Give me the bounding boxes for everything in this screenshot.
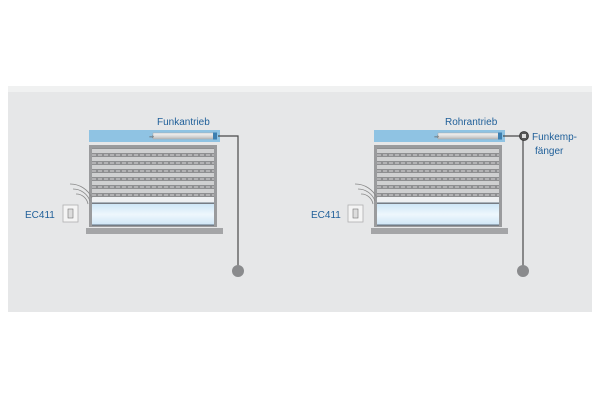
wall-top-edge — [8, 86, 592, 92]
switch-label-right: EC411 — [311, 210, 341, 221]
receiver-label-line2: fänger — [535, 146, 564, 157]
window-left — [85, 129, 224, 235]
switch-label-left: EC411 — [25, 210, 55, 221]
drive-label-right: Rohrantrieb — [445, 117, 498, 128]
window-right — [370, 129, 509, 235]
drive-label-left: Funkantrieb — [157, 117, 210, 128]
wall-switch-right[interactable] — [347, 204, 364, 223]
receiver-label-line1: Funkemp- — [532, 132, 577, 143]
wall-switch-left[interactable] — [62, 204, 79, 223]
cable-left — [218, 135, 239, 268]
radio-receiver-icon — [519, 131, 529, 141]
pull-knob-right — [517, 265, 529, 277]
pull-knob-left — [232, 265, 244, 277]
